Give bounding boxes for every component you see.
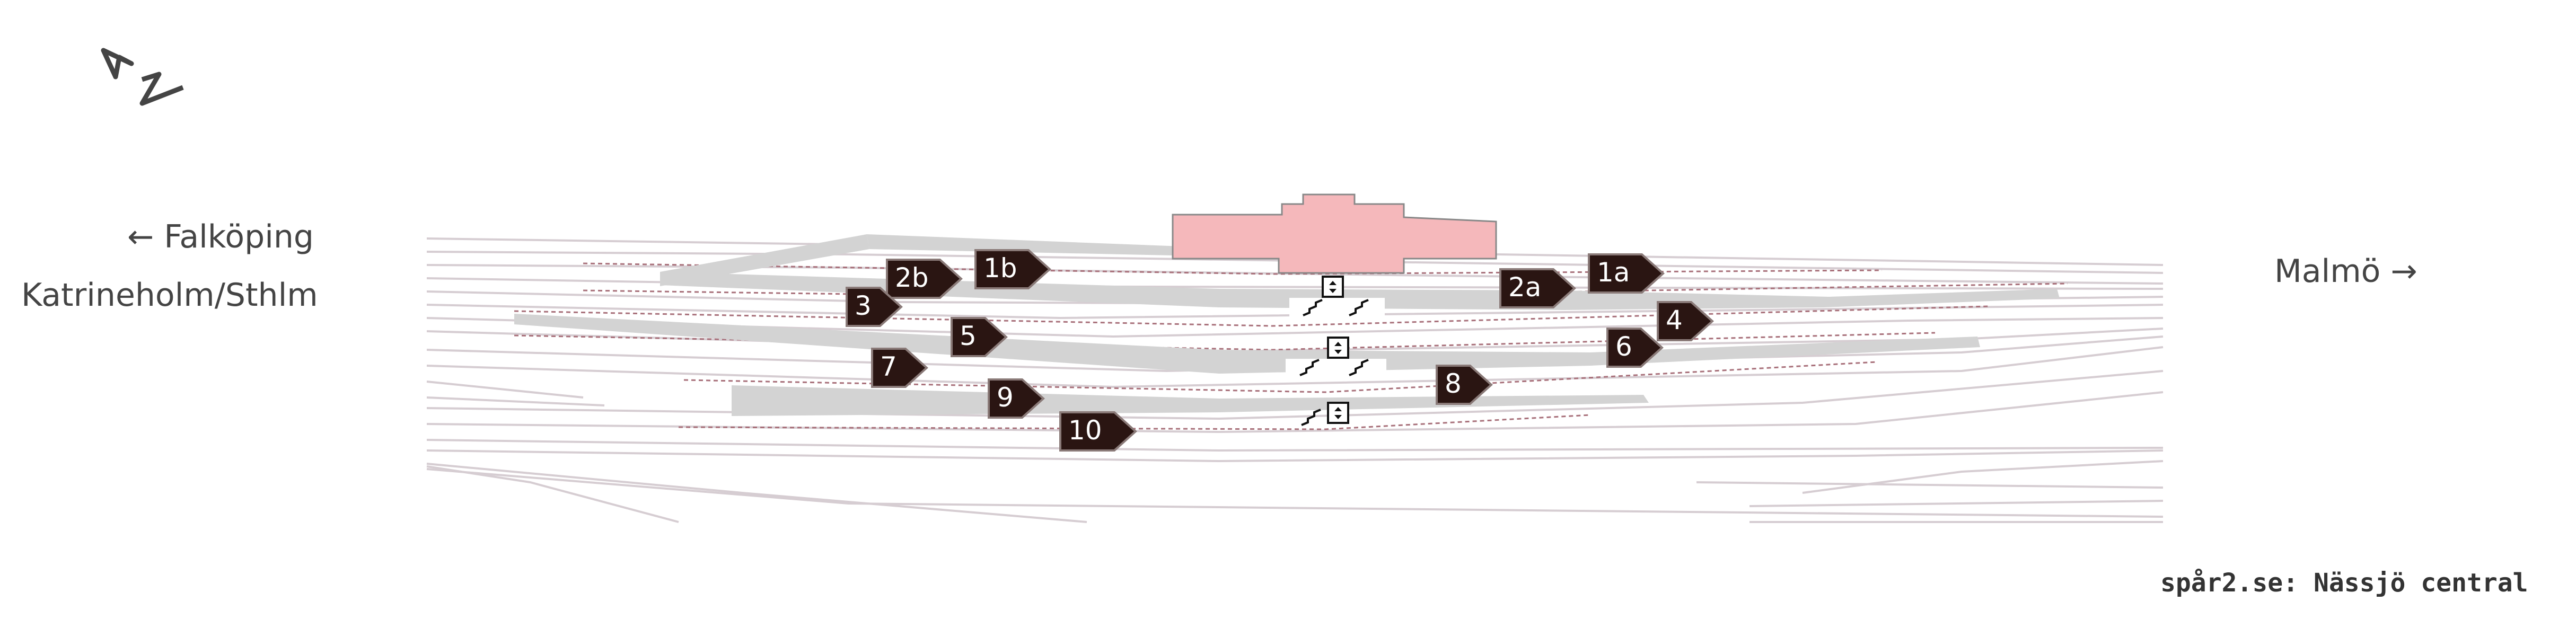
track-marker-5[interactable]: 5 (951, 317, 1008, 357)
page-footer: spår2.se: Nässjö central (2160, 568, 2528, 598)
stairs-elevator-icon (1301, 402, 1349, 426)
track-markers: 1b 2b 3 5 7 9 10 2a (846, 249, 1714, 452)
track-label: 3 (855, 290, 872, 321)
track-label: 7 (880, 351, 897, 382)
track-label: 4 (1666, 305, 1683, 335)
north-arrow-icon (101, 48, 184, 106)
track-marker-8[interactable]: 8 (1436, 365, 1493, 405)
station-building-icon (1172, 193, 1497, 274)
track-label: 10 (1068, 415, 1102, 446)
stairs-elevator-icon (1303, 276, 1369, 316)
direction-label-katrineholm: Katrineholm/Sthlm (21, 277, 318, 314)
track-marker-7[interactable]: 7 (871, 348, 928, 388)
direction-label-malmo: Malmö → (2274, 253, 2417, 290)
access-pads (1286, 298, 1386, 377)
track-marker-4[interactable]: 4 (1657, 301, 1714, 341)
platform-1 (867, 234, 1251, 257)
track-marker-1b[interactable]: 1b (974, 249, 1051, 289)
track-label: 5 (960, 321, 977, 351)
track-label: 2a (1508, 272, 1541, 303)
track-marker-2a[interactable]: 2a (1499, 268, 1576, 308)
track-marker-1a[interactable]: 1a (1588, 253, 1665, 294)
track-label: 1a (1597, 257, 1630, 288)
platform-main-left (660, 234, 869, 286)
track-label: 6 (1615, 331, 1632, 362)
platform-4 (732, 385, 1649, 416)
direction-label-falkoping: ← Falköping (127, 218, 314, 255)
track-marker-9[interactable]: 9 (988, 378, 1045, 419)
track-marker-3[interactable]: 3 (846, 287, 903, 327)
track-label: 8 (1445, 368, 1462, 399)
track-label: 9 (997, 382, 1014, 413)
track-marker-6[interactable]: 6 (1606, 328, 1664, 368)
track-marker-2b[interactable]: 2b (886, 259, 963, 299)
track-marker-10[interactable]: 10 (1059, 411, 1137, 452)
track-label: 2b (895, 262, 929, 293)
stairs-elevator-icon (1299, 337, 1369, 376)
platform-2 (660, 272, 2060, 310)
track-label: 1b (983, 253, 1017, 284)
